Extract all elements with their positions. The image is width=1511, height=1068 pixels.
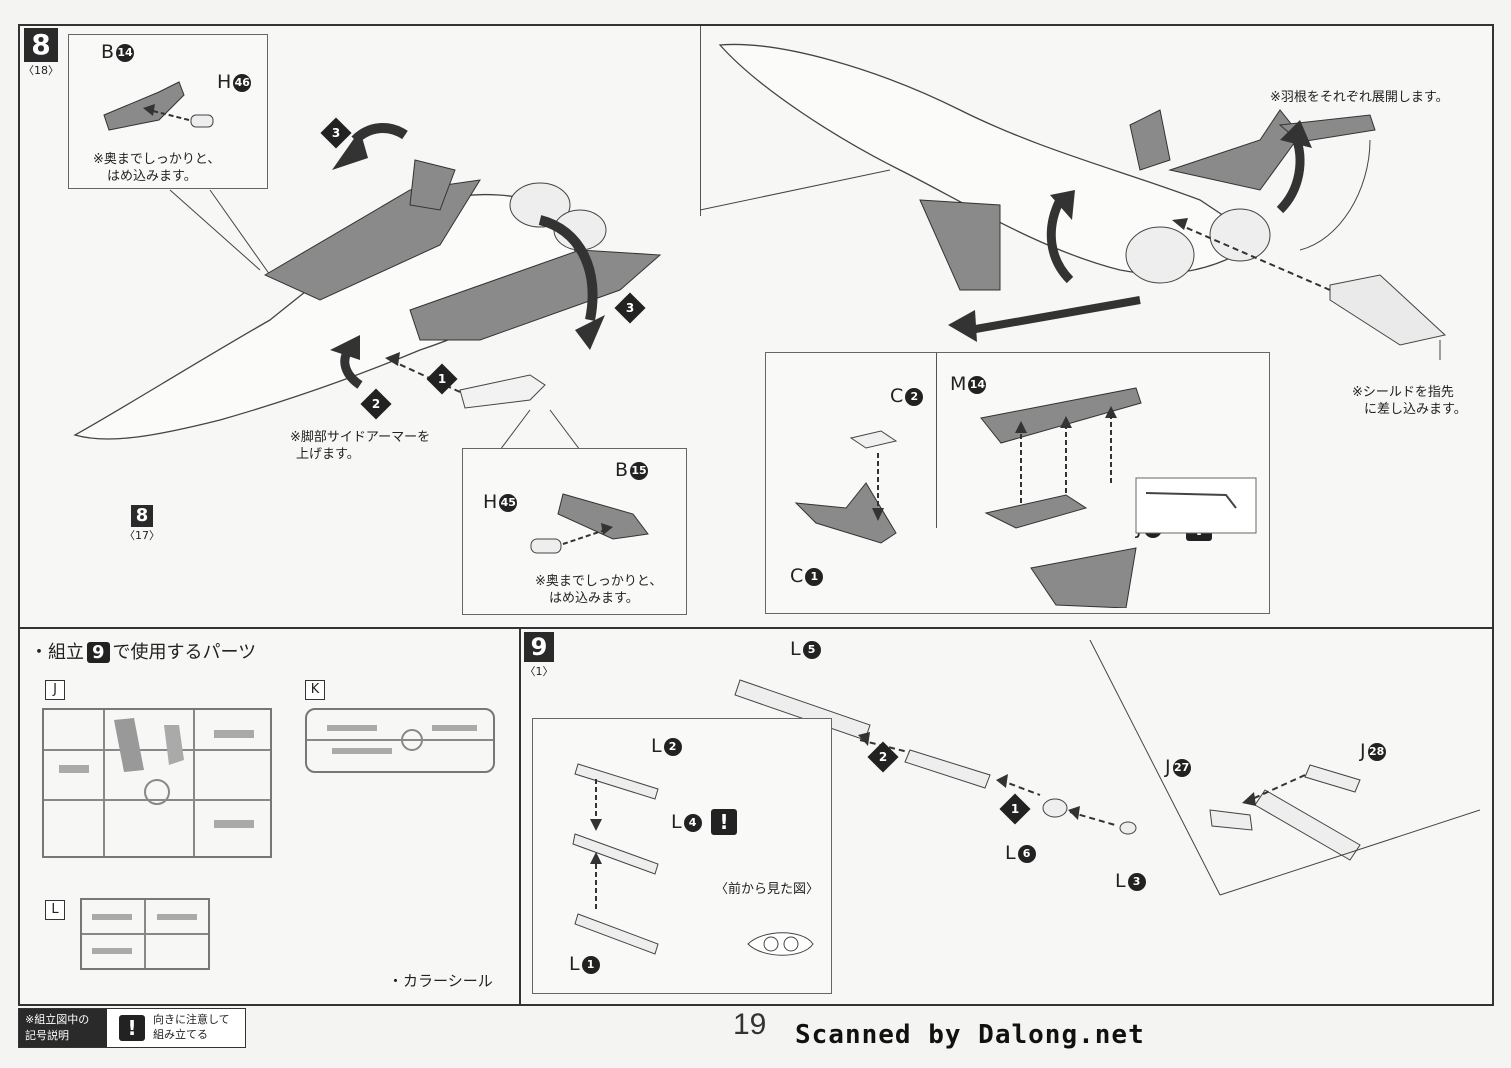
inset-2-note: ※奥までしっかりと、はめ込みます。 (535, 574, 663, 606)
step-8-number: 8 (24, 28, 58, 62)
runner-l-label: L (45, 900, 65, 920)
part-l4-letter: L (671, 811, 682, 833)
part-j28-letter: J (1360, 740, 1366, 762)
step-9-mark-2: 2 (867, 741, 899, 773)
step-8-ref: 〈18〉 (23, 64, 59, 77)
step-8-right-drawing (700, 43, 1447, 360)
part-l3-number: 3 (1127, 872, 1146, 891)
part-c2-number: 2 (905, 387, 924, 406)
horizontal-divider (18, 627, 1494, 629)
part-b15-number: 15 (630, 461, 649, 480)
wing-deploy-note: ※羽根をそれぞれ展開します。 (1270, 90, 1449, 105)
part-m14-number: 14 (968, 375, 987, 394)
color-seal-label: ・カラーシール (388, 972, 493, 990)
part-l4-number: 4 (683, 813, 702, 832)
step-9-warning-icon: ! (711, 809, 737, 835)
part-j28-number: 28 (1367, 742, 1386, 761)
part-b14-letter: B (101, 41, 115, 63)
runner-l-parts (82, 900, 208, 968)
sub-step-8-number: 8 (131, 505, 153, 527)
inset-c-m-j: C2 C1 M14 J14 ! (765, 352, 1270, 614)
legend-title-line1: ※組立図中の (25, 1013, 90, 1026)
part-h46-letter: H (217, 71, 232, 93)
step-8-main-drawing (73, 123, 662, 451)
front-view-label: 〈前から見た図〉 (715, 882, 820, 897)
part-h45-letter: H (483, 491, 498, 513)
inset-1-note: ※奥までしっかりと、はめ込みます。 (93, 152, 221, 184)
runner-l-sprue (80, 898, 210, 970)
legend-title-line2: 記号説明 (25, 1029, 69, 1042)
part-c1-number: 1 (805, 567, 824, 586)
part-l5-letter: L (790, 638, 801, 660)
part-l6-number: 6 (1017, 844, 1036, 863)
part-l2-letter: L (651, 735, 662, 757)
step-8-mark-3a: 3 (320, 117, 352, 149)
part-l5-number: 5 (802, 640, 821, 659)
step-9-ref: 〈1〉 (524, 665, 554, 678)
part-b15-letter: B (615, 459, 629, 481)
runner-j-label: J (45, 680, 65, 700)
part-l2-number: 2 (663, 737, 682, 756)
inset-3-parts-drawing (794, 387, 1257, 608)
step-8-mark-2: 2 (360, 388, 392, 420)
runner-j-sprue (42, 708, 272, 858)
part-l6-letter: L (1005, 842, 1016, 864)
part-b14-number: 14 (116, 43, 135, 62)
step-8-mark-3b: 3 (614, 292, 646, 324)
part-m14-letter: M (950, 373, 967, 395)
runner-k-parts (307, 725, 493, 754)
part-j27-letter: J (1165, 756, 1171, 778)
legend-description: 向きに注意して組み立てる (153, 1013, 230, 1041)
part-l1-letter: L (569, 953, 580, 975)
symbol-legend: ※組立図中の 記号説明 ! 向きに注意して組み立てる (18, 1008, 246, 1048)
part-h45-number: 45 (499, 493, 518, 512)
runner-j-parts (44, 710, 270, 856)
step-9-number: 9 (524, 632, 554, 662)
step-8-mark-1: 1 (426, 363, 458, 395)
shield-note: ※シールドを指先に差し込みます。 (1352, 385, 1467, 417)
step-8-right-divider (700, 26, 701, 216)
part-h46-number: 46 (233, 73, 252, 92)
part-l1-number: 1 (581, 955, 600, 974)
inset-2-parts-drawing (530, 493, 649, 554)
part-l3-letter: L (1115, 870, 1126, 892)
inset-l-drawing (572, 763, 814, 956)
runner-k-sprue (305, 708, 495, 773)
leg-armor-note: ※脚部サイドアーマーを上げます。 (290, 430, 431, 462)
scan-credit: Scanned by Dalong.net (795, 1020, 1145, 1050)
parts-panel-step-badge: 9 (87, 642, 110, 663)
sub-step-8-ref: 〈17〉 (124, 529, 160, 542)
part-c2-letter: C (890, 385, 904, 407)
step-9-mark-1: 1 (999, 793, 1031, 825)
runner-k-label: K (305, 680, 325, 700)
inset-1-parts-drawing (103, 81, 214, 131)
page-number: 19 (733, 1008, 767, 1041)
legend-warning-icon: ! (119, 1015, 145, 1041)
part-j27-number: 27 (1172, 758, 1191, 777)
part-c1-letter: C (790, 565, 804, 587)
vertical-divider (519, 627, 521, 1004)
